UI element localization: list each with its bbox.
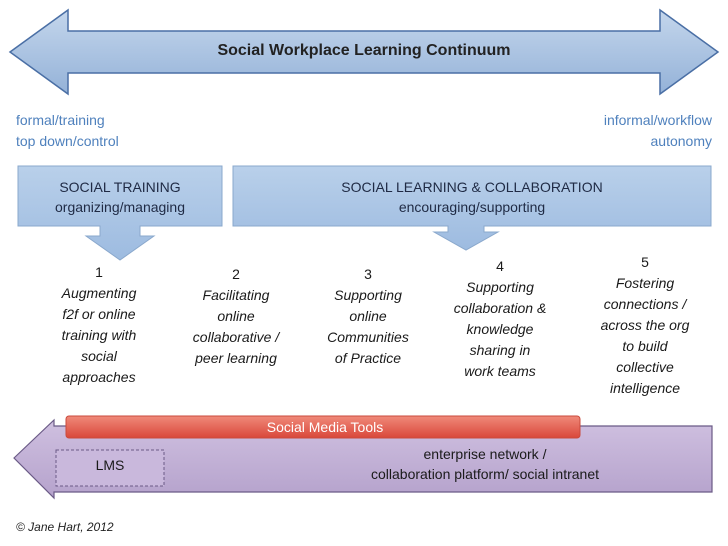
step-2-line: peer learning: [195, 350, 277, 366]
social-training-sub: organizing/managing: [55, 199, 185, 215]
step-4-line: sharing in: [469, 342, 531, 358]
step-5-number: 5: [641, 254, 649, 270]
step-4-line: work teams: [464, 363, 536, 379]
step-5: 5 Fostering connections / across the org…: [580, 252, 710, 399]
right-pole-line2: autonomy: [650, 133, 712, 149]
enterprise-line2: collaboration platform/ social intranet: [370, 466, 599, 482]
step-5-line: collective: [616, 359, 674, 375]
step-2-number: 2: [232, 266, 240, 282]
step-4-line: knowledge: [466, 321, 534, 337]
left-pole-labels: formal/training top down/control: [16, 110, 119, 152]
diagram-title: Social Workplace Learning Continuum: [217, 42, 511, 59]
step-1-line: approaches: [62, 369, 136, 385]
right-pole-line1: informal/workflow: [603, 112, 712, 128]
step-3-line: Communities: [327, 329, 409, 345]
step-2-line: collaborative /: [192, 329, 280, 345]
step-1-line: social: [81, 348, 117, 364]
step-5-line: connections /: [603, 296, 687, 312]
step-1-line: training with: [61, 327, 137, 343]
lms-label: LMS: [95, 457, 125, 473]
enterprise-text: enterprise network / collaboration platf…: [320, 444, 650, 484]
step-5-line: across the org: [600, 317, 690, 333]
right-pole-labels: informal/workflow autonomy: [480, 110, 712, 152]
step-3-line: of Practice: [334, 350, 402, 366]
step-4-line: collaboration &: [453, 300, 547, 316]
step-4-number: 4: [496, 258, 504, 274]
step-5-line: Fostering: [615, 275, 675, 291]
social-media-tools-label: Social Media Tools: [266, 419, 384, 435]
step-5-line: to build: [622, 338, 668, 354]
step-4-line: Supporting: [466, 279, 534, 295]
continuum-double-arrow: [8, 8, 720, 96]
copyright-notice: © Jane Hart, 2012: [16, 520, 114, 534]
enterprise-line1: enterprise network /: [423, 446, 547, 462]
step-2-line: Facilitating: [202, 287, 270, 303]
step-1-line: f2f or online: [62, 306, 136, 322]
step-3-number: 3: [364, 266, 372, 282]
step-2: 2 Facilitating online collaborative / pe…: [176, 264, 296, 369]
step-3-line: Supporting: [334, 287, 402, 303]
step-1-number: 1: [95, 264, 103, 280]
step-1: 1 Augmenting f2f or online training with…: [38, 262, 160, 388]
social-learning-text: SOCIAL LEARNING & COLLABORATION encourag…: [233, 177, 711, 217]
social-training-heading: SOCIAL TRAINING: [59, 179, 181, 195]
social-media-tools-bar: [65, 415, 581, 439]
enterprise-left-arrow: [13, 418, 713, 500]
step-1-line: Augmenting: [61, 285, 137, 301]
step-3: 3 Supporting online Communities of Pract…: [312, 264, 424, 369]
social-learning-callout: [232, 165, 712, 251]
left-pole-line1: formal/training: [16, 112, 105, 128]
step-2-line: online: [217, 308, 255, 324]
step-4: 4 Supporting collaboration & knowledge s…: [436, 256, 564, 382]
social-training-text: SOCIAL TRAINING organizing/managing: [18, 177, 222, 217]
step-3-line: online: [349, 308, 387, 324]
step-5-line: intelligence: [609, 380, 681, 396]
left-pole-line2: top down/control: [16, 133, 119, 149]
social-learning-heading: SOCIAL LEARNING & COLLABORATION: [341, 179, 603, 195]
social-learning-sub: encouraging/supporting: [398, 199, 546, 215]
lms-box: [55, 449, 165, 487]
social-training-callout: [17, 165, 223, 261]
